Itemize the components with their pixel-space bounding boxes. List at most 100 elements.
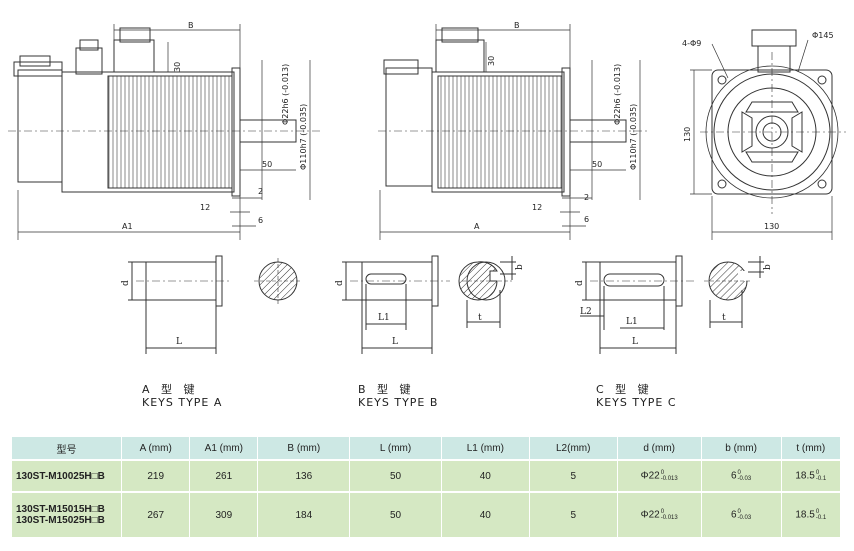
model-name: 130ST-M10025H□B — [16, 470, 105, 482]
key-b-b-label: b — [515, 264, 525, 270]
dim-holes-label: 4-Φ9 — [682, 39, 701, 48]
col-b-key: b (mm) — [701, 437, 782, 460]
dim-6-label-2: 6 — [584, 215, 589, 224]
cell-l: 50 — [349, 459, 442, 492]
model-name: 130ST-M15025H□B — [16, 515, 105, 526]
dim-6-label: 6 — [258, 216, 263, 225]
col-a: A (mm) — [121, 437, 191, 460]
d-tol-up: 0 — [660, 470, 665, 476]
key-b-d-label: d — [335, 280, 345, 286]
key-a-d-label: d — [121, 280, 131, 286]
b-tol-up: 0 — [737, 470, 741, 476]
cell-l1: 40 — [441, 491, 530, 537]
col-l: L (mm) — [349, 437, 442, 460]
col-l2: L2(mm) — [529, 437, 618, 460]
dim-130-vertical-label: 130 — [683, 127, 692, 142]
col-a1: A1 (mm) — [189, 437, 259, 460]
b-value: 6 — [730, 509, 737, 521]
key-a-l-label: L — [176, 337, 182, 347]
key-c-d-label: d — [575, 280, 585, 286]
dim-50-label: 50 — [262, 160, 272, 169]
t-tol-up: 0 — [815, 509, 820, 515]
key-c-l-label: L — [632, 337, 638, 347]
col-t: t (mm) — [781, 437, 842, 460]
caption-a-zh: A 型 键 — [142, 383, 199, 396]
caption-c-zh: C 型 键 — [596, 383, 653, 396]
b-tolerance: 0-0.03 — [738, 470, 752, 482]
dim-b-label-2: B — [514, 21, 520, 30]
cell-model: 130ST-M10025H□B — [12, 459, 123, 492]
technical-drawing: B 30 Φ22h6 (-0.013) Φ110h7 (-0.035) 50 2… — [8, 21, 846, 354]
d-tolerance: 0-0.013 — [661, 509, 678, 521]
cell-l: 50 — [349, 491, 442, 537]
dim-50-label-2: 50 — [592, 160, 602, 169]
key-b-l1-label: L1 — [378, 313, 390, 323]
d-tolerance: 0-0.013 — [661, 470, 678, 482]
b-tolerance: 0-0.03 — [738, 509, 752, 521]
cell-b: 184 — [257, 491, 351, 537]
caption-c-en: KEYS TYPE C — [596, 396, 677, 409]
view3-dimensions — [690, 39, 833, 240]
key-c-b-label: b — [763, 264, 773, 270]
cell-l1: 40 — [441, 459, 530, 492]
cell-a: 219 — [121, 459, 191, 492]
caption-key-type-c: C 型 键 KEYS TYPE C — [596, 383, 677, 409]
d-tol-low: -0.013 — [660, 515, 678, 521]
caption-a-en: KEYS TYPE A — [142, 396, 223, 409]
key-c-l2-label: L2 — [580, 307, 592, 317]
spec-table-header: 型号 A (mm) A1 (mm) B (mm) L (mm) L1 (mm) … — [12, 437, 842, 460]
b-tol-low: -0.03 — [737, 515, 752, 521]
key-type-a-drawing — [128, 255, 302, 354]
dim-30-label-2: 30 — [487, 56, 496, 66]
view1-dimensions — [17, 24, 311, 240]
cell-l2: 5 — [529, 491, 618, 537]
key-type-b-drawing — [342, 255, 516, 354]
col-model: 型号 — [12, 437, 123, 460]
dim-d22-label: Φ22h6 (-0.013) — [281, 64, 290, 125]
dim-a1-label: A1 — [122, 222, 133, 231]
col-d: d (mm) — [617, 437, 702, 460]
d-tol-up: 0 — [660, 509, 665, 515]
view2-dimensions — [379, 24, 641, 240]
dim-d110-label: Φ110h7 (-0.035) — [299, 104, 308, 170]
caption-b-en: KEYS TYPE B — [358, 396, 439, 409]
t-value: 18.5 — [795, 470, 815, 482]
cell-a1: 261 — [189, 459, 259, 492]
dim-pcd-label: Φ145 — [812, 31, 834, 40]
col-l1: L1 (mm) — [441, 437, 530, 460]
dim-130-horizontal-label: 130 — [764, 222, 779, 231]
model-name: 130ST-M15015H□B — [16, 504, 105, 515]
cell-a1: 309 — [189, 491, 259, 537]
t-value: 18.5 — [795, 509, 815, 521]
d-tol-low: -0.013 — [660, 476, 678, 482]
cell-b: 136 — [257, 459, 351, 492]
key-c-t-label: t — [722, 313, 726, 323]
dim-d110-label-2: Φ110h7 (-0.035) — [629, 104, 638, 170]
dim-2-label-2: 2 — [584, 193, 589, 202]
caption-b-zh: B 型 键 — [358, 383, 415, 396]
b-tol-low: -0.03 — [737, 476, 752, 482]
caption-key-type-a: A 型 键 KEYS TYPE A — [142, 383, 222, 409]
t-tol-up: 0 — [815, 470, 820, 476]
key-c-l1-label: L1 — [626, 317, 638, 327]
dim-12-label-2: 12 — [532, 203, 542, 212]
col-b: B (mm) — [257, 437, 351, 460]
t-tol-low: -0.1 — [815, 515, 827, 521]
t-tol-low: -0.1 — [815, 476, 827, 482]
d-value: Φ22 — [640, 509, 660, 521]
key-type-c-drawing — [580, 255, 764, 354]
dim-2-label: 2 — [258, 187, 263, 196]
flange-end-view — [700, 29, 846, 214]
b-tol-up: 0 — [737, 509, 741, 515]
t-tolerance: 0-0.1 — [816, 470, 826, 482]
motor-side-view-a — [378, 27, 650, 197]
